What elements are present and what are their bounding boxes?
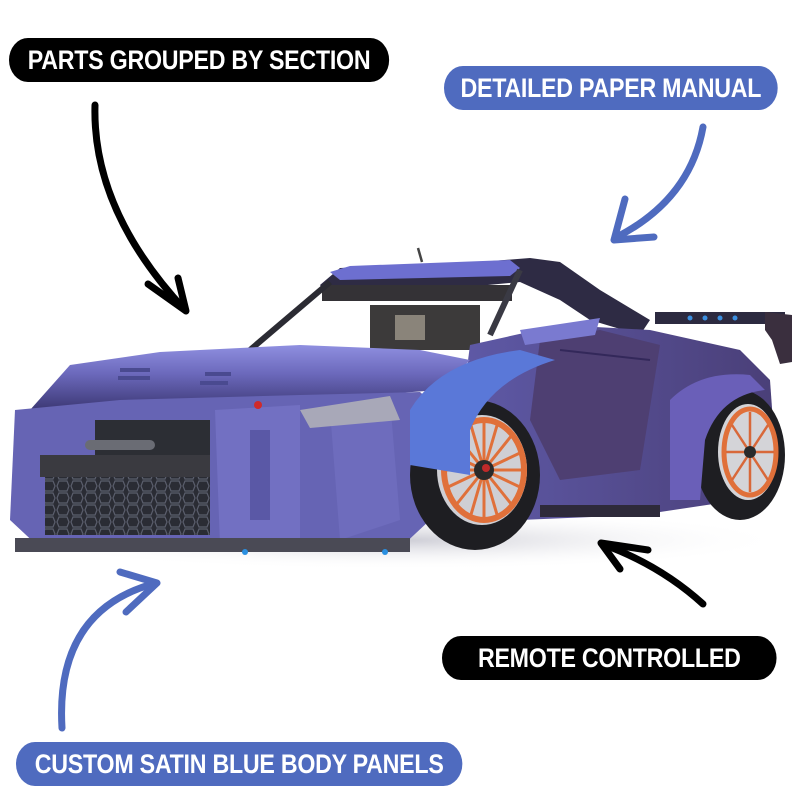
callout-body-panels: CUSTOM SATIN BLUE BODY PANELS: [16, 742, 463, 786]
callout-paper-manual: DETAILED PAPER MANUAL: [444, 66, 778, 110]
arrow-up-left-icon: [597, 539, 707, 608]
arrow-down-left-icon: [610, 123, 707, 244]
car-body: [10, 318, 775, 555]
arrow-up-right-icon: [58, 568, 161, 732]
callout-remote-controlled: REMOTE CONTROLLED: [442, 636, 777, 680]
callout-parts-grouped: PARTS GROUPED BY SECTION: [9, 38, 390, 82]
callout-label: DETAILED PAPER MANUAL: [460, 72, 762, 103]
callout-label: REMOTE CONTROLLED: [477, 642, 741, 673]
side-skirt: [540, 505, 660, 517]
front-fender-flare: [410, 350, 555, 475]
callout-label: PARTS GROUPED BY SECTION: [27, 44, 371, 75]
rear-spoiler: [655, 312, 792, 364]
roof: [248, 247, 650, 353]
callout-label: CUSTOM SATIN BLUE BODY PANELS: [34, 748, 444, 779]
rear-fender-flare: [670, 374, 765, 500]
front-grille: [45, 470, 210, 535]
rear-wheel: [695, 390, 785, 520]
arrow-down-right-icon: [91, 101, 190, 315]
